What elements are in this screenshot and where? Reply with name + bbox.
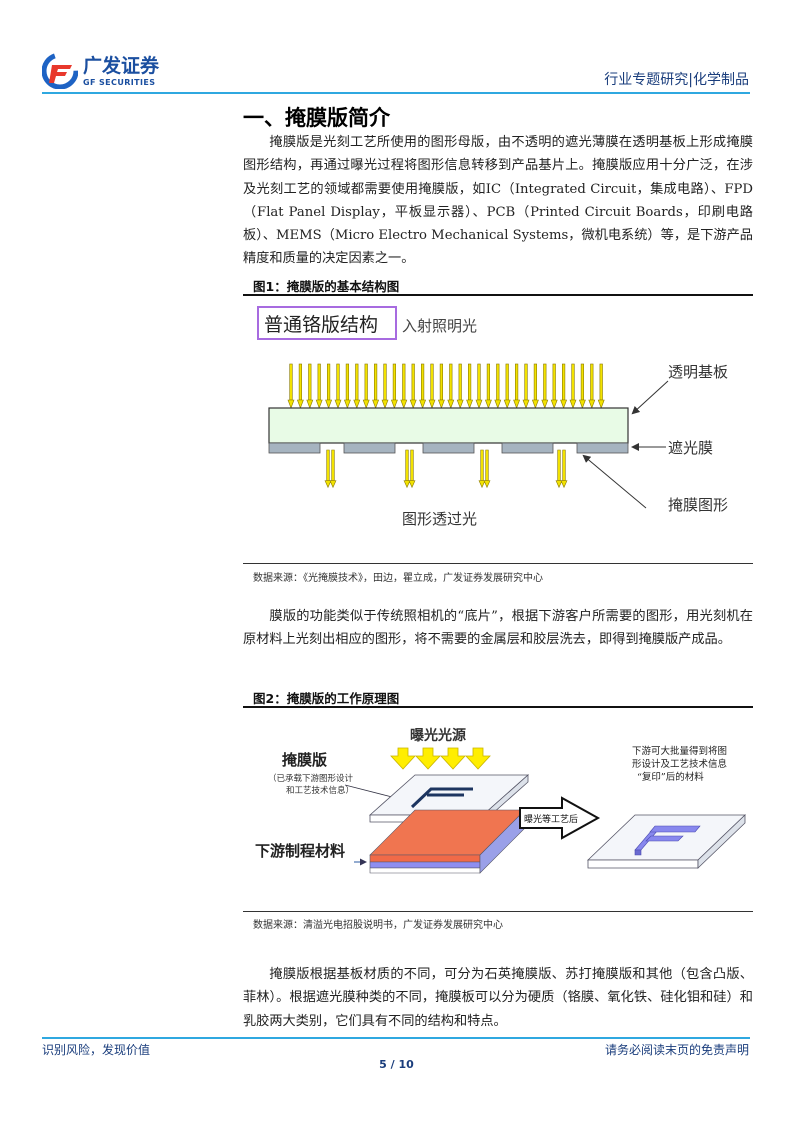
mask-note-2: 和工艺技术信息） — [286, 785, 354, 796]
exposure-arrows — [390, 747, 491, 770]
transparent-substrate — [268, 407, 629, 444]
result-plate — [587, 814, 746, 869]
light-shield-film — [268, 442, 629, 454]
result-text-2: 形设计及工艺技术信息 — [632, 758, 727, 770]
incident-light-label: 入射照明光 — [402, 317, 477, 335]
material-label: 下游制程材料 — [255, 842, 345, 860]
header-divider — [42, 92, 750, 94]
page-number: 5 / 10 — [379, 1058, 414, 1071]
function-paragraph: 膜版的功能类似于传统照相机的“底片”，根据下游客户所需要的图形，用光刻机在原材料… — [243, 605, 753, 652]
footer-divider — [42, 1037, 750, 1039]
figure1-mask-structure-diagram: 普通铬版结构 入射照明光 — [250, 298, 770, 560]
paragraph-text: 掩膜版是光刻工艺所使用的图形母版，由不透明的遮光薄膜在透明基板上形成掩膜图形结构… — [243, 135, 753, 267]
section-title: 一、掩膜版简介 — [243, 106, 390, 130]
figure1-bottom-rule — [243, 563, 753, 564]
paragraph-text: 掩膜版根据基板材质的不同，可分为石英掩膜版、苏打掩膜版和其他（包含凸版、菲林）。… — [243, 967, 753, 1029]
footer-disclaimer-note: 请务必阅读末页的免责声明 — [604, 1043, 749, 1057]
transmitted-light-label: 图形透过光 — [402, 510, 477, 528]
mask-label: 掩膜版 — [282, 751, 327, 769]
figure1-title: 图1：掩膜版的基本结构图 — [253, 279, 400, 294]
light-source-label: 曝光光源 — [410, 727, 466, 744]
figure2-title: 图2：掩膜版的工作原理图 — [253, 691, 400, 706]
figure2-top-rule — [243, 706, 753, 708]
report-category: 行业专题研究|化学制品 — [604, 72, 749, 88]
logo-english-name: GF SECURITIES — [83, 78, 156, 87]
figure1-top-rule — [243, 294, 753, 296]
logo-chinese-name: 广发证券 — [83, 55, 160, 77]
figure1-source: 数据来源：《光掩膜技术》，田边，瞿立成，广发证券发展研究中心 — [253, 573, 543, 584]
figure2-source: 数据来源：清溢光电招股说明书，广发证券发展研究中心 — [253, 920, 503, 931]
pattern-label: 掩膜图形 — [668, 496, 728, 514]
gf-logo-icon — [42, 53, 78, 89]
box-label: 普通铬版结构 — [264, 314, 378, 336]
mask-note-1: （已承载下游图形设计 — [268, 773, 354, 784]
downstream-material-stack — [369, 809, 526, 874]
shield-label: 遮光膜 — [668, 439, 713, 457]
structure-label-box — [257, 306, 397, 340]
process-arrow-label: 曝光等工艺后 — [524, 813, 578, 825]
mask-structure-svg: 普通铬版结构 入射照明光 — [257, 306, 728, 528]
working-principle-svg: 曝光光源 掩膜版 （已承载下游图形设计 和工艺技术信息） 下游制程材料 — [255, 727, 746, 874]
figure2-working-principle-diagram: 曝光光源 掩膜版 （已承载下游图形设计 和工艺技术信息） 下游制程材料 — [250, 710, 770, 905]
figure2-bottom-rule — [243, 911, 753, 912]
paragraph-text: 膜版的功能类似于传统照相机的“底片”，根据下游客户所需要的图形，用光刻机在原材料… — [243, 609, 753, 648]
substrate-label: 透明基板 — [668, 363, 728, 381]
footer-slogan: 识别风险，发现价值 — [42, 1043, 151, 1057]
result-text-3: “复印”后的材料 — [637, 771, 704, 783]
company-logo: 广发证券 GF SECURITIES — [42, 53, 177, 93]
process-arrow: 曝光等工艺后 — [519, 796, 601, 840]
result-text-1: 下游可大批量得到将图 — [632, 745, 727, 757]
classification-paragraph: 掩膜版根据基板材质的不同，可分为石英掩膜版、苏打掩膜版和其他（包含凸版、菲林）。… — [243, 963, 753, 1033]
intro-paragraph: 掩膜版是光刻工艺所使用的图形母版，由不透明的遮光薄膜在透明基板上形成掩膜图形结构… — [243, 131, 753, 271]
